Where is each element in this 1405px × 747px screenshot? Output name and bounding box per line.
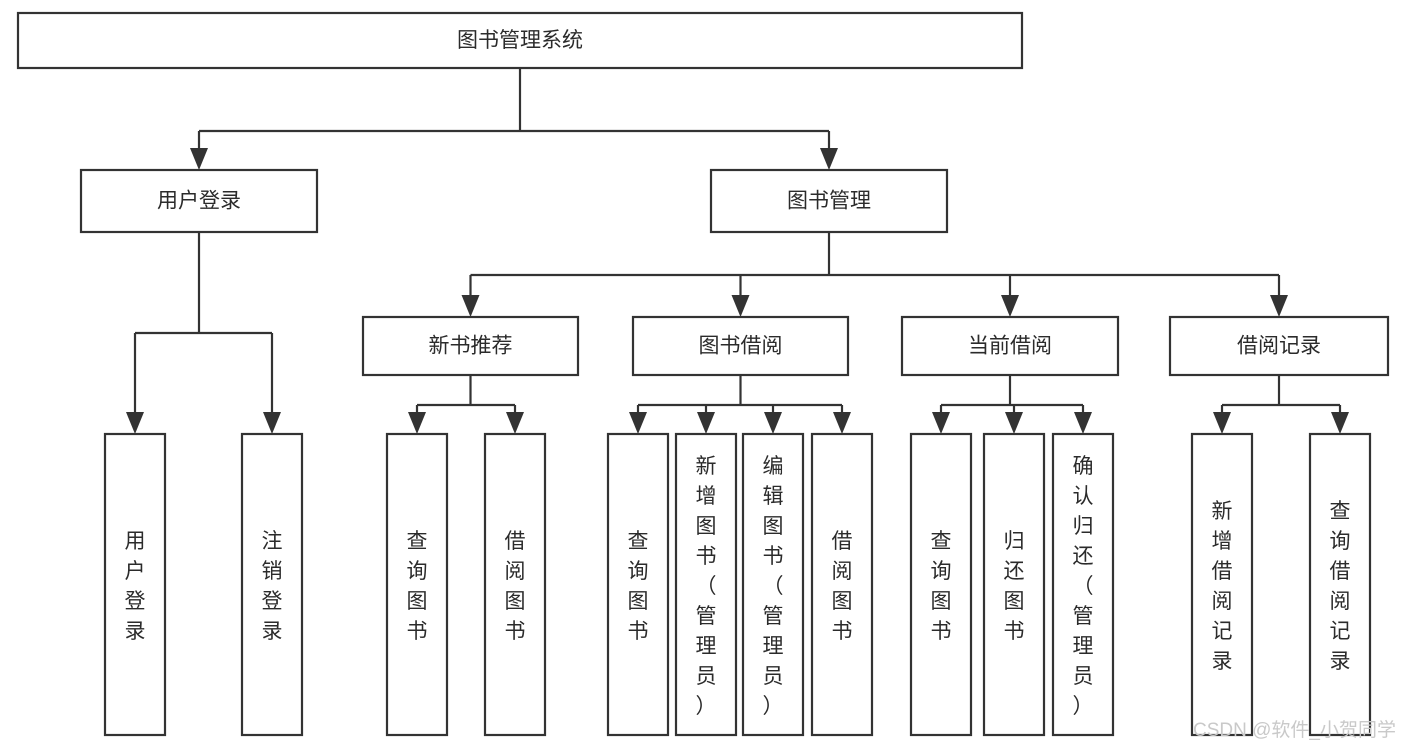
node-box-current-borrow [900, 315, 1120, 377]
node-current-borrow[interactable]: 当前借阅 [900, 315, 1120, 377]
node-label-root: 图书管理系统 [457, 29, 583, 52]
node-label-new-book-recommend: 新书推荐 [429, 335, 513, 358]
nodes-layer: 图书管理系统用户登录图书管理新书推荐图书借阅当前借阅借阅记录用户登录注销登录查询… [16, 11, 1390, 737]
node-borrow-record[interactable]: 借阅记录 [1168, 315, 1390, 377]
node-leaf-edit-book[interactable]: 编辑图书（管理员） [741, 432, 805, 737]
node-label-leaf-return-book: 归还图书 [1004, 530, 1025, 643]
node-label-leaf-logout: 注销登录 [262, 530, 283, 643]
node-book-borrow[interactable]: 图书借阅 [631, 315, 850, 377]
node-leaf-borrow-book-1[interactable]: 借阅图书 [483, 432, 547, 737]
node-new-book-recommend[interactable]: 新书推荐 [361, 315, 580, 377]
node-leaf-add-book[interactable]: 新增图书（管理员） [674, 432, 738, 737]
node-box-leaf-query-book-1 [385, 432, 449, 737]
node-leaf-user-login[interactable]: 用户登录 [103, 432, 167, 737]
node-label-leaf-user-login: 用户登录 [125, 530, 146, 643]
node-leaf-query-book-1[interactable]: 查询图书 [385, 432, 449, 737]
node-label-user-login: 用户登录 [157, 190, 241, 213]
node-box-leaf-return-book [982, 432, 1046, 737]
node-leaf-query-book-3[interactable]: 查询图书 [909, 432, 973, 737]
node-box-leaf-add-book [674, 432, 738, 737]
node-label-leaf-query-book-1: 查询图书 [407, 530, 428, 643]
node-label-leaf-query-book-2: 查询图书 [628, 530, 649, 643]
node-leaf-query-book-2[interactable]: 查询图书 [606, 432, 670, 737]
node-label-borrow-record: 借阅记录 [1237, 335, 1321, 358]
node-label-book-borrow: 图书借阅 [699, 335, 783, 358]
node-user-login[interactable]: 用户登录 [79, 168, 319, 234]
node-leaf-confirm-return[interactable]: 确认归还（管理员） [1051, 432, 1115, 737]
node-leaf-borrow-book-2[interactable]: 借阅图书 [810, 432, 874, 737]
connectors-layer [126, 68, 1349, 434]
node-box-leaf-logout [240, 432, 304, 737]
node-label-leaf-edit-book: 编辑图书（管理员） [763, 455, 784, 718]
node-label-current-borrow: 当前借阅 [968, 335, 1052, 358]
node-box-leaf-add-record [1190, 432, 1254, 737]
node-label-leaf-borrow-book-2: 借阅图书 [832, 530, 853, 643]
node-label-leaf-confirm-return: 确认归还（管理员） [1073, 455, 1094, 718]
node-box-user-login [79, 168, 319, 234]
node-label-leaf-query-book-3: 查询图书 [931, 530, 952, 643]
node-book-manage[interactable]: 图书管理 [709, 168, 949, 234]
node-box-new-book-recommend [361, 315, 580, 377]
node-box-leaf-borrow-book-2 [810, 432, 874, 737]
node-leaf-logout[interactable]: 注销登录 [240, 432, 304, 737]
csdn-watermark: CSDN @软件_小贺同学 [1193, 719, 1396, 741]
node-box-leaf-borrow-book-1 [483, 432, 547, 737]
node-label-leaf-add-book: 新增图书（管理员） [696, 455, 717, 718]
node-box-book-manage [709, 168, 949, 234]
node-leaf-query-record[interactable]: 查询借阅记录 [1308, 432, 1372, 737]
node-box-leaf-confirm-return [1051, 432, 1115, 737]
node-leaf-return-book[interactable]: 归还图书 [982, 432, 1046, 737]
node-box-leaf-query-book-3 [909, 432, 973, 737]
node-label-leaf-borrow-book-1: 借阅图书 [505, 530, 526, 643]
node-label-leaf-add-record: 新增借阅记录 [1212, 500, 1233, 673]
node-leaf-add-record[interactable]: 新增借阅记录 [1190, 432, 1254, 737]
node-root[interactable]: 图书管理系统 [16, 11, 1024, 70]
node-label-leaf-query-record: 查询借阅记录 [1330, 500, 1351, 673]
node-box-leaf-edit-book [741, 432, 805, 737]
node-box-leaf-query-book-2 [606, 432, 670, 737]
node-box-root [16, 11, 1024, 70]
node-box-leaf-user-login [103, 432, 167, 737]
node-box-book-borrow [631, 315, 850, 377]
node-box-borrow-record [1168, 315, 1390, 377]
node-label-book-manage: 图书管理 [787, 190, 871, 213]
node-box-leaf-query-record [1308, 432, 1372, 737]
